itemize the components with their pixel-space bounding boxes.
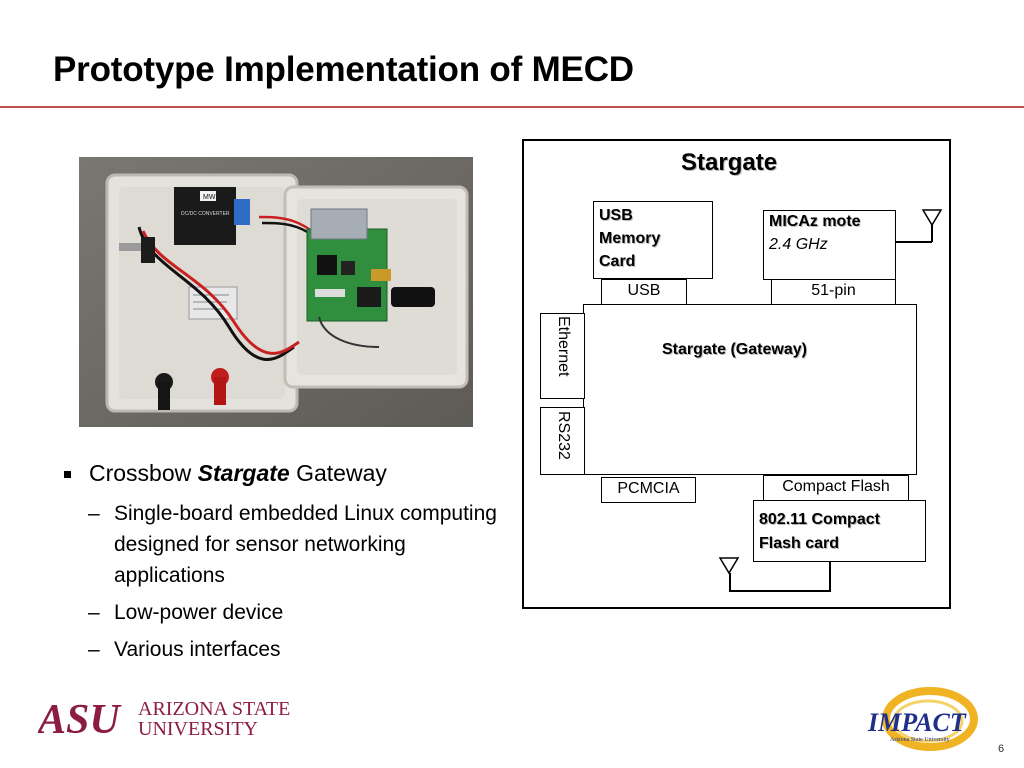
usb-port-box: USB xyxy=(601,279,687,305)
sub-bullet-text: Various interfaces xyxy=(114,638,281,661)
stargate-diagram: Stargate USB Memory Card MICAz mote 2.4 … xyxy=(522,139,951,609)
square-bullet-icon xyxy=(64,471,71,478)
prototype-photo: MW DC/DC CONVERTER xyxy=(79,157,473,427)
impact-logo-subtext: Arizona State University xyxy=(890,737,950,743)
slide-title: Prototype Implementation of MECD xyxy=(53,50,634,89)
rs232-port-label: RS232 xyxy=(555,411,572,460)
page-number: 6 xyxy=(998,743,1005,755)
impact-logo-text: IMPACT xyxy=(867,708,967,737)
asu-name-line1: ARIZONA STATE xyxy=(138,698,290,720)
bullet-main-emphasis: Stargate xyxy=(197,460,290,486)
pin-port-box: 51-pin xyxy=(771,279,896,305)
prototype-photo-drawing: MW DC/DC CONVERTER xyxy=(79,157,473,427)
pcmcia-port-box: PCMCIA xyxy=(601,477,696,503)
sub-bullet-text: Single-board embedded Linux computing de… xyxy=(114,502,497,587)
asu-logo-mark: ASU xyxy=(38,697,122,739)
pcmcia-port-label: PCMCIA xyxy=(617,480,680,497)
bullet-main-suffix: Gateway xyxy=(289,460,387,486)
title-divider xyxy=(0,106,1024,108)
wifi-compact-flash-card-box: 802.11 Compact Flash card xyxy=(753,500,926,562)
stargate-gateway-label: Stargate (Gateway) xyxy=(662,341,807,358)
diagram-title: Stargate xyxy=(681,149,778,176)
compact-flash-port-box: Compact Flash xyxy=(763,475,909,501)
micaz-antenna-icon xyxy=(921,209,943,227)
dash-bullet-icon: – xyxy=(88,638,100,661)
ethernet-port-label: Ethernet xyxy=(555,316,572,377)
micaz-mote-label: MICAz mote xyxy=(769,213,861,230)
impact-logo: IMPACT Arizona State University xyxy=(860,685,980,762)
wifi-antenna-icon xyxy=(718,557,740,575)
asu-name-line2: UNIVERSITY xyxy=(138,718,258,739)
dc-converter-module: MW DC/DC CONVERTER xyxy=(174,187,236,245)
wifi-antenna-line xyxy=(729,561,831,592)
micaz-mote-box: MICAz mote 2.4 GHz xyxy=(763,210,896,280)
wifi-compact-flash-card-label: 802.11 Compact Flash card xyxy=(759,511,880,552)
micaz-frequency-label: 2.4 GHz xyxy=(769,236,828,253)
bullet-main: Crossbow Stargate Gateway xyxy=(62,458,502,488)
converter-label-text: DC/DC CONVERTER xyxy=(181,211,230,217)
bullet-main-prefix: Crossbow xyxy=(89,460,198,486)
bullet-list: Crossbow Stargate Gateway – Single-board… xyxy=(62,458,502,665)
sub-bullet: – Various interfaces xyxy=(62,634,502,665)
sub-bullet-text: Low-power device xyxy=(114,601,284,624)
impact-logo-ring xyxy=(882,687,978,751)
sub-bullet: – Single-board embedded Linux computing … xyxy=(62,498,502,591)
stargate-board xyxy=(306,208,391,322)
pin-port-label: 51-pin xyxy=(811,282,856,299)
asu-logo: ASU ARIZONA STATE UNIVERSITY xyxy=(35,695,300,744)
usb-memory-card-label: USB Memory Card xyxy=(599,207,661,270)
usb-memory-card-box: USB Memory Card xyxy=(593,201,713,279)
compact-flash-port-label: Compact Flash xyxy=(782,478,890,495)
rs232-port-box: RS232 xyxy=(540,407,585,475)
sub-bullet: – Low-power device xyxy=(62,597,502,628)
usb-port-label: USB xyxy=(627,282,661,299)
ethernet-port-box: Ethernet xyxy=(540,313,585,399)
converter-brand-text: MW xyxy=(203,194,216,201)
dash-bullet-icon: – xyxy=(88,502,100,525)
dash-bullet-icon: – xyxy=(88,601,100,624)
stargate-gateway-box: Stargate (Gateway) xyxy=(583,304,917,475)
diagram-connectors xyxy=(718,209,943,592)
flash-card-antenna xyxy=(391,287,435,307)
